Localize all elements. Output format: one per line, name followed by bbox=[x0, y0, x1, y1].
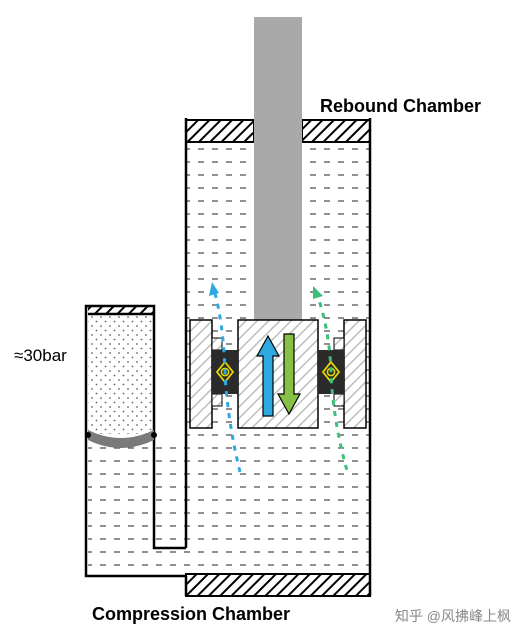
watermark: 知乎 @风拂峰上枫 bbox=[394, 608, 511, 624]
reservoir-oil bbox=[88, 440, 186, 576]
compression-chamber-label: Compression Chamber bbox=[92, 604, 291, 624]
compression-flow-arrowhead bbox=[313, 286, 323, 299]
seal-left-dot bbox=[85, 432, 91, 438]
floating-piston-seal bbox=[88, 430, 154, 448]
seal-right-dot bbox=[151, 432, 157, 438]
compression-flow-path bbox=[314, 291, 350, 475]
piston-right-block bbox=[343, 319, 367, 429]
piston-rod bbox=[254, 17, 302, 320]
rebound-top-cap-left bbox=[185, 119, 255, 143]
rebound-chamber-label: Rebound Chamber bbox=[320, 96, 482, 116]
rebound-flow-path bbox=[212, 289, 242, 473]
gas-chamber bbox=[88, 314, 154, 434]
piston-left-block bbox=[189, 319, 213, 429]
rebound-flow-arrowhead bbox=[209, 282, 219, 296]
gas-pressure-label: ≈30bar bbox=[14, 346, 67, 365]
cylinder-outline bbox=[84, 118, 372, 596]
gas-chamber-top-hatch bbox=[88, 306, 154, 314]
rebound-top-cap-right bbox=[301, 119, 371, 143]
rebound-arrow-icon bbox=[255, 334, 281, 417]
piston-center-block bbox=[237, 319, 319, 429]
compression-bottom-cap bbox=[185, 573, 371, 597]
compression-arrow-icon bbox=[276, 333, 302, 416]
